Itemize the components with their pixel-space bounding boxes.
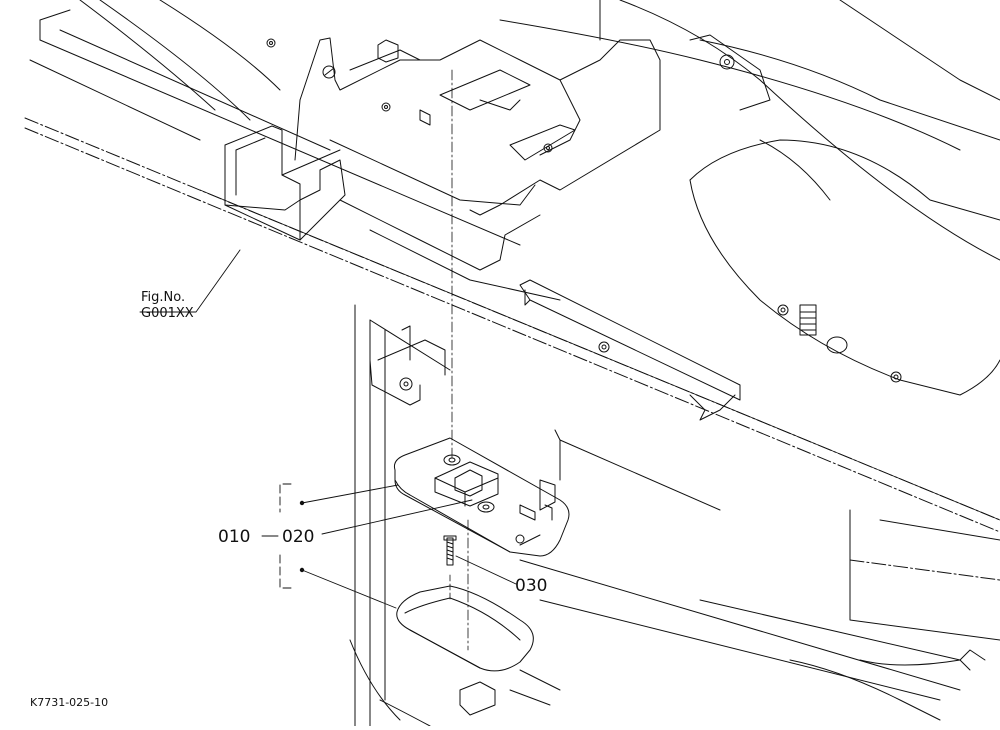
latch-base-plate	[394, 437, 570, 557]
callout-010[interactable]: 010	[218, 527, 250, 547]
bracket-assembly	[224, 34, 771, 301]
lower-beam	[459, 279, 1000, 721]
support-post	[349, 304, 451, 727]
bracket-lower	[279, 554, 292, 589]
figure-ref-label: Fig.No.	[141, 290, 185, 305]
bracket-upper	[279, 483, 292, 513]
callout-020[interactable]: 020	[282, 527, 314, 547]
handle-cover	[396, 585, 534, 672]
leader-dot-upper	[299, 500, 305, 506]
leader-lines	[139, 249, 517, 609]
leader-020	[321, 499, 473, 535]
drawing-code: K7731-025-10	[30, 696, 108, 709]
fig-ref-leader	[139, 249, 241, 313]
leader-010-lower	[301, 569, 397, 609]
leader-030	[455, 555, 517, 585]
leader-dot-lower	[299, 567, 305, 573]
leader-010-upper	[301, 484, 399, 504]
figure-ref-number: G001XX	[141, 306, 194, 321]
screw	[443, 535, 457, 566]
frame-beam	[24, 9, 1000, 533]
callout-030[interactable]: 030	[515, 576, 547, 596]
